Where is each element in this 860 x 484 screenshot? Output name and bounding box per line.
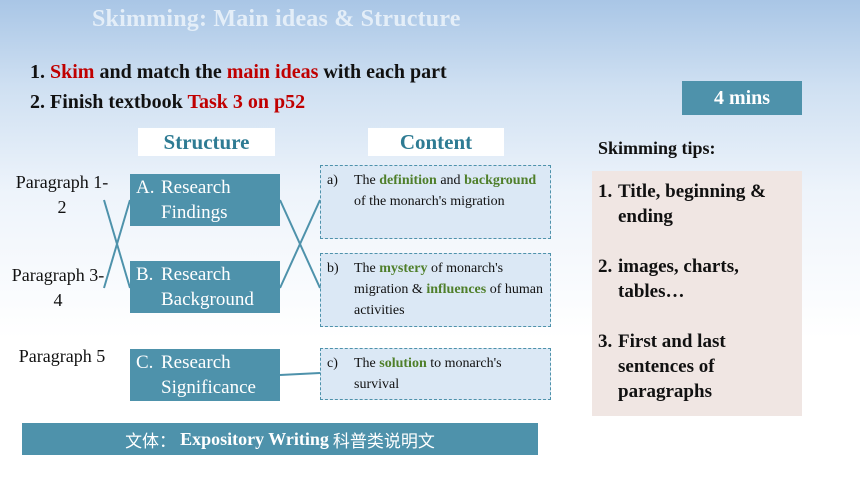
tips-heading: Skimming tips: (598, 138, 716, 158)
timer-badge: 4 mins (682, 81, 802, 115)
task-2: 2. Finish textbook Task 3 on p52 (30, 91, 306, 113)
task-1: 1. Skim and match the main ideas with ea… (30, 61, 447, 83)
match-line (279, 199, 321, 289)
content-item-b: b) The mystery of monarch's migration & … (320, 253, 551, 327)
tips-panel: 1.Title, beginning & ending 2.images, ch… (592, 171, 802, 416)
paragraph-label: Paragraph 1-2 (15, 172, 109, 217)
tip-item: 2.images, charts, tables… (598, 256, 739, 302)
slide-title: Skimming: Main ideas & Structure (92, 6, 461, 32)
match-line (279, 372, 321, 376)
content-item-c: c) The solution to monarch's survival (320, 348, 551, 400)
tip-item: 3.First and last sentences of paragraphs (598, 331, 726, 402)
content-header: Content (368, 128, 504, 156)
paragraph-label: Paragraph 5 (18, 346, 106, 366)
paragraph-label: Paragraph 3-4 (11, 265, 105, 310)
structure-header: Structure (138, 128, 275, 156)
match-line (279, 199, 321, 289)
tip-item: 1.Title, beginning & ending (598, 181, 766, 227)
content-item-a: a) The definition and background of the … (320, 165, 551, 239)
